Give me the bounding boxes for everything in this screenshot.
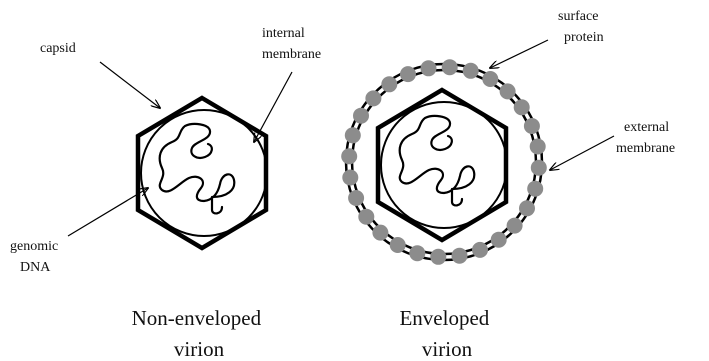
surface-protein-dot <box>442 59 458 75</box>
surface-protein-dot <box>500 83 516 99</box>
surface-protein-dot <box>472 242 488 258</box>
surface-protein-dot <box>400 66 416 82</box>
surface-protein-dot <box>463 63 479 79</box>
surface-protein-dot <box>358 209 374 225</box>
surface-protein-dot <box>527 181 543 197</box>
capsid-hexagon-enveloped <box>378 90 506 240</box>
surface-protein-dot <box>430 249 446 265</box>
surface-protein-dot <box>519 200 535 216</box>
capsid-hexagon <box>138 98 266 248</box>
genomic-dna-label-line2: DNA <box>20 260 51 275</box>
enveloped-virion <box>341 59 547 265</box>
external-membrane-label-line1: external <box>624 120 669 135</box>
external-membrane-label-line2: membrane <box>616 141 675 156</box>
internal-membrane-label: internal membrane <box>262 26 321 62</box>
enveloped-caption: Enveloped virion <box>399 306 494 361</box>
genomic-dna-arrow <box>68 188 148 236</box>
surface-protein-label-line2: protein <box>564 30 604 45</box>
surface-protein-dot <box>342 170 358 186</box>
surface-protein-dot <box>353 108 369 124</box>
surface-protein-label: surface protein <box>558 9 604 45</box>
surface-protein-dot <box>372 225 388 241</box>
capsid-arrow <box>100 62 160 108</box>
surface-protein-dot <box>491 232 507 248</box>
surface-protein-label-line1: surface <box>558 9 598 24</box>
surface-protein-dot <box>345 127 361 143</box>
surface-protein-dot <box>421 60 437 76</box>
internal-membrane-circle-enveloped <box>381 102 507 228</box>
surface-protein-dot <box>348 190 364 206</box>
surface-protein-dot <box>381 76 397 92</box>
internal-membrane-circle <box>141 110 267 236</box>
internal-membrane-label-line1: internal <box>262 26 305 41</box>
genomic-dna-strand-enveloped <box>400 116 475 205</box>
surface-protein-dot <box>390 237 406 253</box>
non-enveloped-caption-line1: Non-enveloped <box>132 306 262 330</box>
surface-protein-dot <box>409 245 425 261</box>
genomic-dna-label: genomic DNA <box>10 239 62 275</box>
non-enveloped-caption-line2: virion <box>174 337 225 361</box>
external-membrane-label: external membrane <box>616 120 675 156</box>
surface-protein-dot <box>482 71 498 87</box>
internal-membrane-arrow <box>254 72 292 142</box>
surface-protein-dot <box>530 139 546 155</box>
non-enveloped-virion <box>138 98 267 248</box>
capsid-label: capsid <box>40 41 76 56</box>
surface-protein-dot <box>365 90 381 106</box>
surface-protein-dot <box>507 218 523 234</box>
surface-protein-dot <box>531 160 547 176</box>
external-membrane-arrow <box>550 136 614 170</box>
surface-protein-dot <box>452 248 468 264</box>
non-enveloped-caption: Non-enveloped virion <box>132 306 267 361</box>
surface-protein-dot <box>514 99 530 115</box>
surface-protein-arrow <box>490 40 548 68</box>
genomic-dna-label-line1: genomic <box>10 239 58 254</box>
surface-protein-dot <box>524 118 540 134</box>
internal-membrane-label-line2: membrane <box>262 47 321 62</box>
genomic-dna-strand <box>160 124 235 213</box>
enveloped-caption-line2: virion <box>422 337 473 361</box>
enveloped-caption-line1: Enveloped <box>399 306 489 330</box>
surface-protein-dot <box>341 148 357 164</box>
